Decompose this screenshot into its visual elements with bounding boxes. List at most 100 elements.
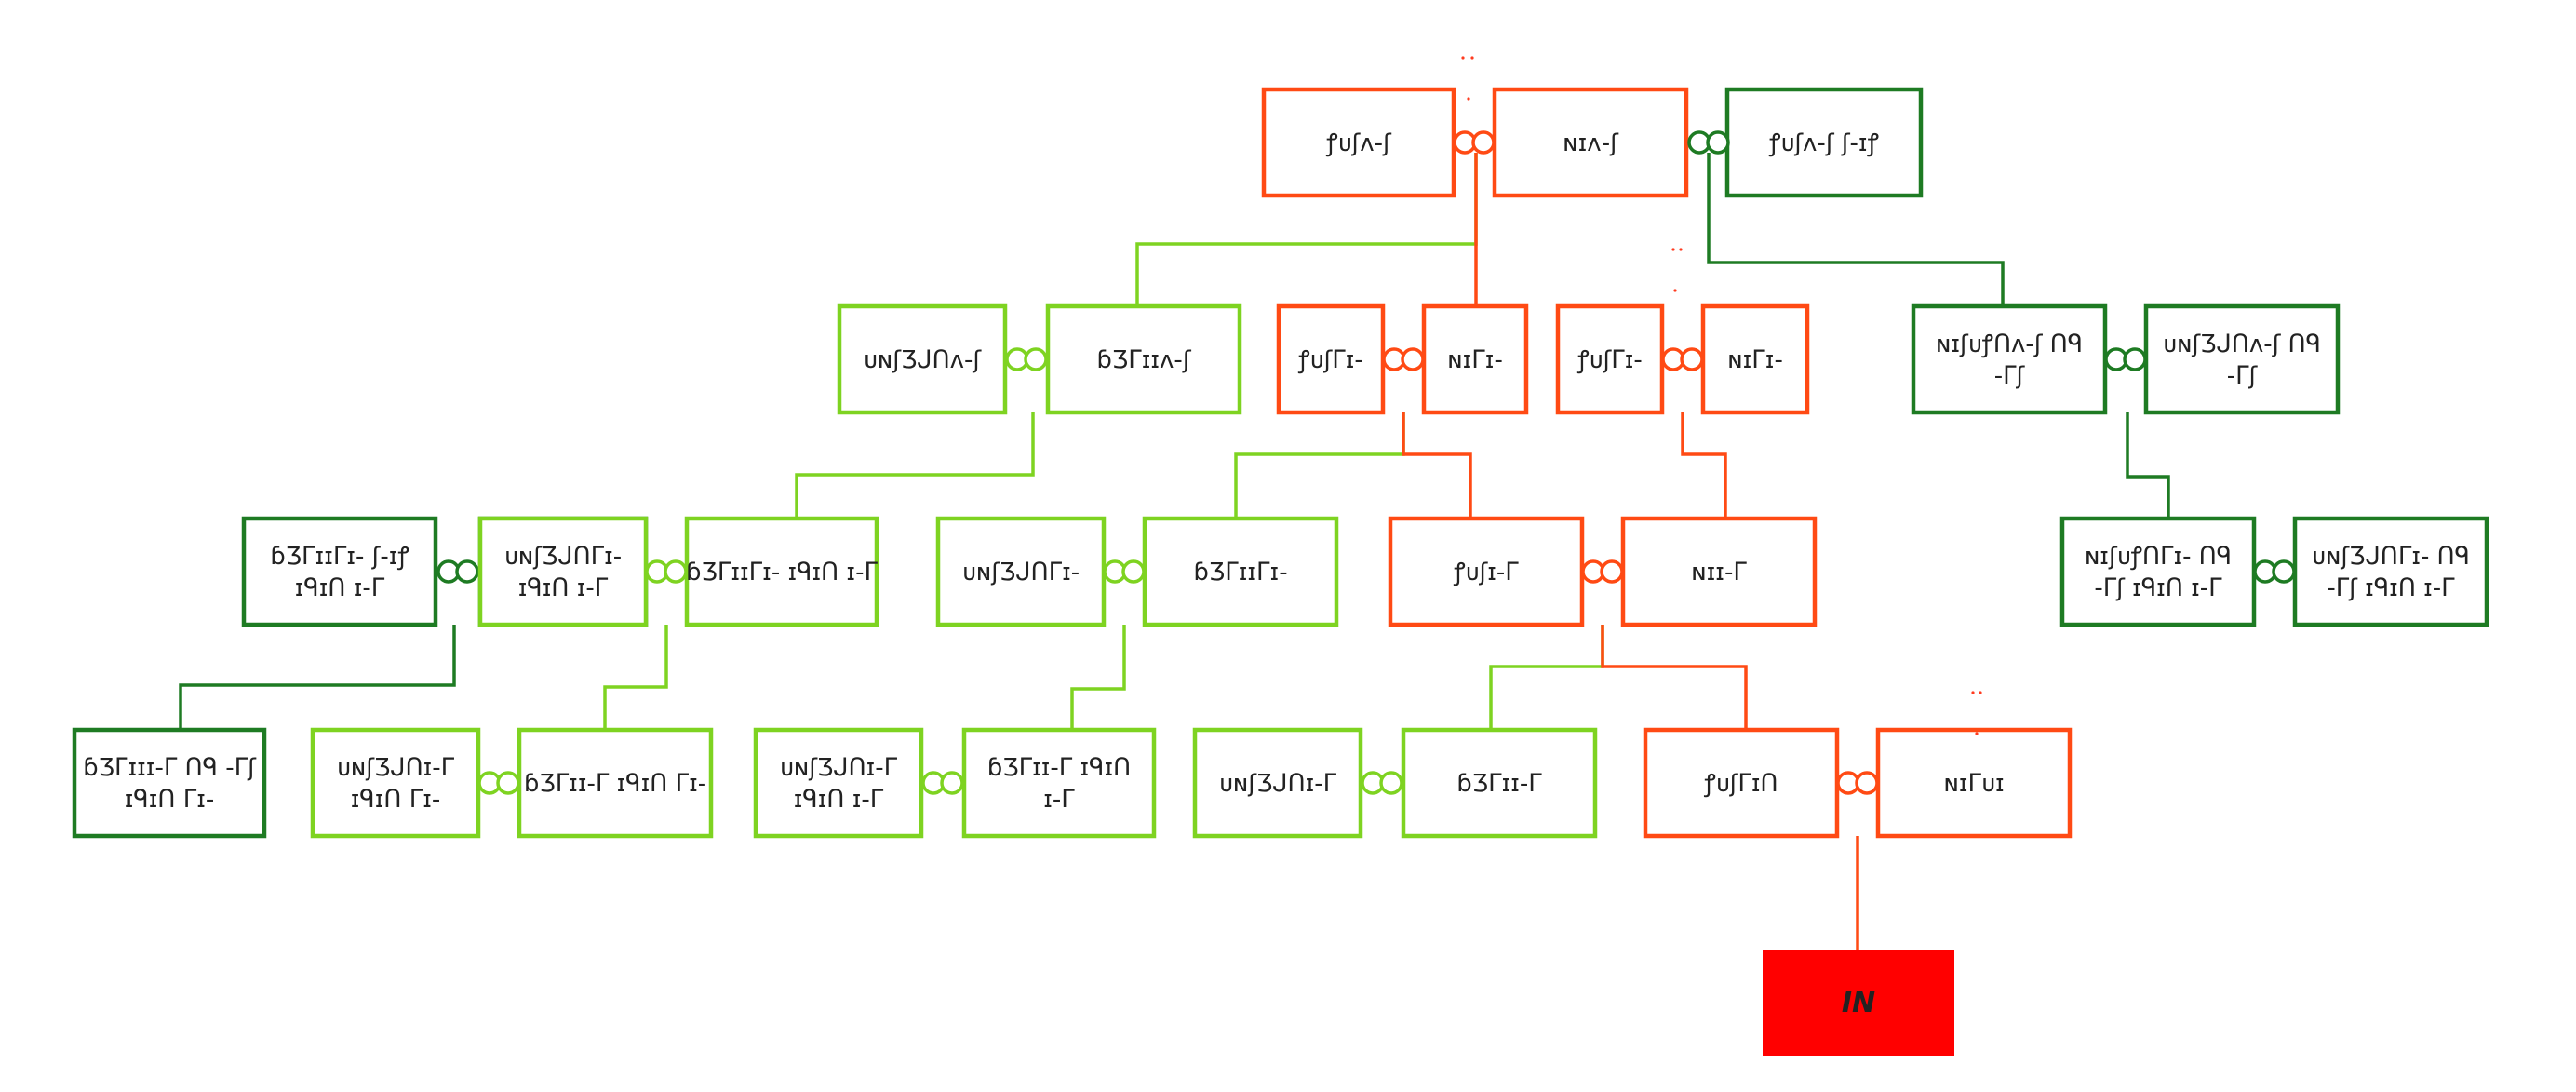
person-c8-left: ᴜɴʃƷᒍᑎᒥɪ- xyxy=(935,516,1107,627)
marriage-c13-ring-right xyxy=(940,771,964,795)
person-c10-right-frame xyxy=(2292,516,2489,627)
person-c2-right: ɓƷᒥɪɪʌ-ʃ xyxy=(1045,303,1242,415)
person-c15-right-label: ɴɪᒥᴜɪ xyxy=(1943,770,2004,798)
person-c5-left-frame xyxy=(1911,303,2108,415)
person-c4-left: ꝭᴜʃᒥɪ- xyxy=(1555,303,1665,415)
person-c1-right: ꝭᴜʃʌ-ʃ ʃ-ɪꝭ xyxy=(1724,87,1924,198)
person-c0-right: ɴɪʌ-ʃ xyxy=(1492,87,1689,198)
person-c9-right-label: ɴɪɪ-ᒥ xyxy=(1691,559,1747,586)
person-c13-right-frame xyxy=(961,727,1157,839)
person-c14-right: ɓƷᒥɪɪ-ᒥ xyxy=(1401,727,1598,839)
line-c8-to-c13 xyxy=(1070,625,1126,730)
marriage-c14-ring-right xyxy=(1379,771,1403,795)
person-c3-right: ɴɪᒥɪ- xyxy=(1421,303,1529,415)
marriage-c10-ring-right xyxy=(2272,559,2296,584)
person-c7-right-frame xyxy=(684,516,879,627)
person-c14-right-frame xyxy=(1401,727,1598,839)
person-c10-left: ɴɪʃᴜꝭᑎᒥɪ- ᑎᑫ-ᒥʃ ɪᑫɪᑎ ɪ-ᒥ xyxy=(2059,516,2257,627)
person-c15-right: ɴɪᒥᴜɪ xyxy=(1875,727,2073,839)
root-label: IN xyxy=(1842,987,1875,1019)
person-c7-left-frame xyxy=(477,516,649,627)
line-c6-to-c11 xyxy=(179,625,456,730)
line-c4-to-c9 xyxy=(1681,412,1727,519)
marriage-c7-ring-right xyxy=(664,559,688,584)
person-c0-left: ꝭᴜʃʌ-ʃ xyxy=(1261,87,1456,198)
person-boxes: ꝭᴜʃʌ-ʃ ɴɪʌ-ʃ ꝭᴜʃʌ-ʃ ʃ-ɪꝭ ᴜɴʃƷᒍᑎʌ-ʃ ɓƷᒥɪɪʌ-ʃ ꝭ… xyxy=(72,87,2489,1056)
person-c2-left: ᴜɴʃƷᒍᑎʌ-ʃ xyxy=(837,303,1008,415)
root-box: IN xyxy=(1763,950,1954,1056)
person-c14-left: ᴜɴʃƷᒍᑎɪ-ᒥ xyxy=(1192,727,1363,839)
person-c8-right: ɓƷᒥɪɪᒥɪ- xyxy=(1142,516,1339,627)
marriage-c9-ring-right xyxy=(1600,559,1624,584)
person-c8-left-label: ᴜɴʃƷᒍᑎᒥɪ- xyxy=(962,559,1080,586)
person-c3-left-frame xyxy=(1276,303,1386,415)
dot-5 xyxy=(1673,289,1677,292)
dot-8 xyxy=(1975,732,1979,735)
person-c10-left-label: ɴɪʃᴜꝭᑎᒥɪ- ᑎᑫ-ᒥʃ ɪᑫɪᑎ ɪ-ᒥ xyxy=(2085,543,2232,602)
marriage-c12-ring-right xyxy=(496,771,520,795)
person-c7-left-label: ᴜɴʃƷᒍᑎᒥɪ-ɪᑫɪᑎ ɪ-ᒥ xyxy=(504,543,622,602)
connector-lines xyxy=(179,153,2170,950)
person-c2-right-label: ɓƷᒥɪɪʌ-ʃ xyxy=(1096,346,1191,374)
person-c3-left-label: ꝭᴜʃᒥɪ- xyxy=(1297,346,1363,374)
marriage-c5-ring-right xyxy=(2123,347,2147,371)
person-c4-right-label: ɴɪᒥɪ- xyxy=(1727,346,1783,374)
marriage-c2-ring-right xyxy=(1024,347,1048,371)
person-c5-right-label: ᴜɴʃƷᒍᑎʌ-ʃ ᑎᑫ-ᒥʃ xyxy=(2163,330,2321,390)
dot-4 xyxy=(1679,248,1683,251)
person-c0-left-label: ꝭᴜʃʌ-ʃ xyxy=(1325,129,1392,157)
person-c4-left-label: ꝭᴜʃᒥɪ- xyxy=(1576,346,1643,374)
person-c5-left-label: ɴɪʃᴜꝭᑎʌ-ʃ ᑎᑫ-ᒥʃ xyxy=(1936,330,2083,390)
person-c14-right-label: ɓƷᒥɪɪ-ᒥ xyxy=(1456,770,1542,798)
person-c1-right-label: ꝭᴜʃʌ-ʃ ʃ-ɪꝭ xyxy=(1768,129,1879,157)
person-c12-right-label: ɓƷᒥɪɪ-ᒥ ɪᑫɪᑎ ᒥɪ- xyxy=(524,770,706,798)
person-c10-right: ᴜɴʃƷᒍᑎᒥɪ- ᑎᑫ-ᒥʃ ɪᑫɪᑎ ɪ-ᒥ xyxy=(2292,516,2489,627)
dot-3 xyxy=(1671,248,1675,251)
person-c3-right-label: ɴɪᒥɪ- xyxy=(1447,346,1503,374)
person-c9-right: ɴɪɪ-ᒥ xyxy=(1620,516,1818,627)
dot-6 xyxy=(1971,691,1975,694)
person-c7-right-label: ɓƷᒥɪɪᒥɪ- ɪᑫɪᑎ ɪ-ᒥ xyxy=(686,559,878,586)
person-c9-right-frame xyxy=(1620,516,1818,627)
person-c3-left: ꝭᴜʃᒥɪ- xyxy=(1276,303,1386,415)
person-c9-left: ꝭᴜʃɪ-ᒥ xyxy=(1388,516,1585,627)
person-c2-left-frame xyxy=(837,303,1008,415)
person-c8-right-label: ɓƷᒥɪɪᒥɪ- xyxy=(1193,559,1287,586)
line-c3-to-c9 xyxy=(1402,412,1472,519)
marriage-c8-ring-right xyxy=(1121,559,1146,584)
line-c9-to-c14 xyxy=(1489,625,1604,730)
person-c2-left-label: ᴜɴʃƷᒍᑎʌ-ʃ xyxy=(864,346,983,374)
person-c9-left-frame xyxy=(1388,516,1585,627)
person-c12-right: ɓƷᒥɪɪ-ᒥ ɪᑫɪᑎ ᒥɪ- xyxy=(517,727,714,839)
person-c2-right-frame xyxy=(1045,303,1242,415)
person-c4-right: ɴɪᒥɪ- xyxy=(1700,303,1810,415)
dot-1 xyxy=(1470,56,1474,60)
marriage-c6-ring-right xyxy=(455,559,479,584)
person-c4-left-frame xyxy=(1555,303,1665,415)
person-c5-right-frame xyxy=(2143,303,2341,415)
line-c5-to-c10 xyxy=(2126,412,2170,519)
line-c9-to-c15 xyxy=(1601,625,1748,730)
dot-0 xyxy=(1461,56,1465,60)
line-c2-to-c7 xyxy=(795,412,1035,519)
person-c7-right: ɓƷᒥɪɪᒥɪ- ɪᑫɪᑎ ɪ-ᒥ xyxy=(684,516,879,627)
person-c9-left-label: ꝭᴜʃɪ-ᒥ xyxy=(1453,559,1519,586)
line-c1-to-c5 xyxy=(1707,153,2005,306)
marriage-c0-ring-right xyxy=(1471,130,1496,155)
person-c15-left: ꝭᴜʃᒥɪᑎ xyxy=(1643,727,1840,839)
person-c15-right-frame xyxy=(1875,727,2073,839)
person-c12-left-frame xyxy=(310,727,481,839)
marriage-c1-ring-right xyxy=(1706,130,1730,155)
person-c10-left-frame xyxy=(2059,516,2257,627)
